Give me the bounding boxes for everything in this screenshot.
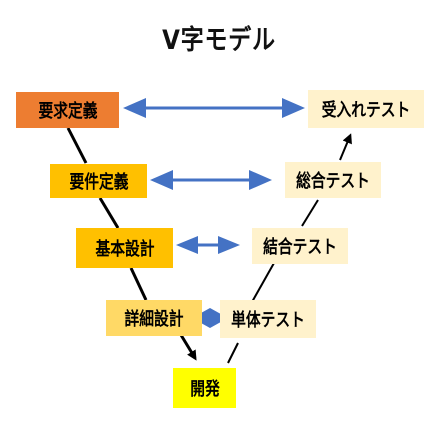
line-basic-to-detail xyxy=(129,267,148,301)
step-requirements-definition: 要求定義 xyxy=(16,92,119,128)
line-unit-to-integration xyxy=(251,262,275,303)
step-acceptance-test: 受入れテスト xyxy=(308,90,424,128)
step-acceptance-test-label: 受入れテスト xyxy=(321,100,411,121)
step-basic-design: 基本設計 xyxy=(76,228,173,268)
step-detailed-design: 詳細設計 xyxy=(106,300,202,336)
line-detail-to-dev xyxy=(179,334,197,361)
line-spec-to-basic xyxy=(98,197,120,229)
step-specification-definition-label: 要件定義 xyxy=(68,172,129,193)
line-integration-to-system xyxy=(301,199,319,227)
step-unit-test-label: 単体テスト xyxy=(231,310,305,331)
step-basic-design-label: 基本設計 xyxy=(94,239,155,260)
step-development-label: 開発 xyxy=(189,379,220,400)
step-integration-test-label: 結合テスト xyxy=(263,237,337,258)
step-detailed-design-label: 詳細設計 xyxy=(124,309,184,330)
step-system-test-label: 総合テスト xyxy=(296,171,370,192)
line-dev-to-unit xyxy=(227,342,239,364)
step-specification-definition: 要件定義 xyxy=(50,164,147,198)
step-integration-test: 結合テスト xyxy=(252,228,348,264)
double-arrow-basic-integration xyxy=(176,236,240,254)
step-requirements-definition-label: 要求定義 xyxy=(37,101,98,122)
line-req-to-spec xyxy=(66,127,88,164)
double-arrow-req-acceptance xyxy=(123,98,305,118)
diagram-title: V字モデル xyxy=(162,25,276,56)
double-arrow-spec-system xyxy=(150,170,272,190)
step-system-test: 総合テスト xyxy=(285,162,381,198)
step-development: 開発 xyxy=(173,368,236,408)
line-system-to-acceptance xyxy=(339,133,352,161)
step-unit-test: 単体テスト xyxy=(220,300,316,338)
